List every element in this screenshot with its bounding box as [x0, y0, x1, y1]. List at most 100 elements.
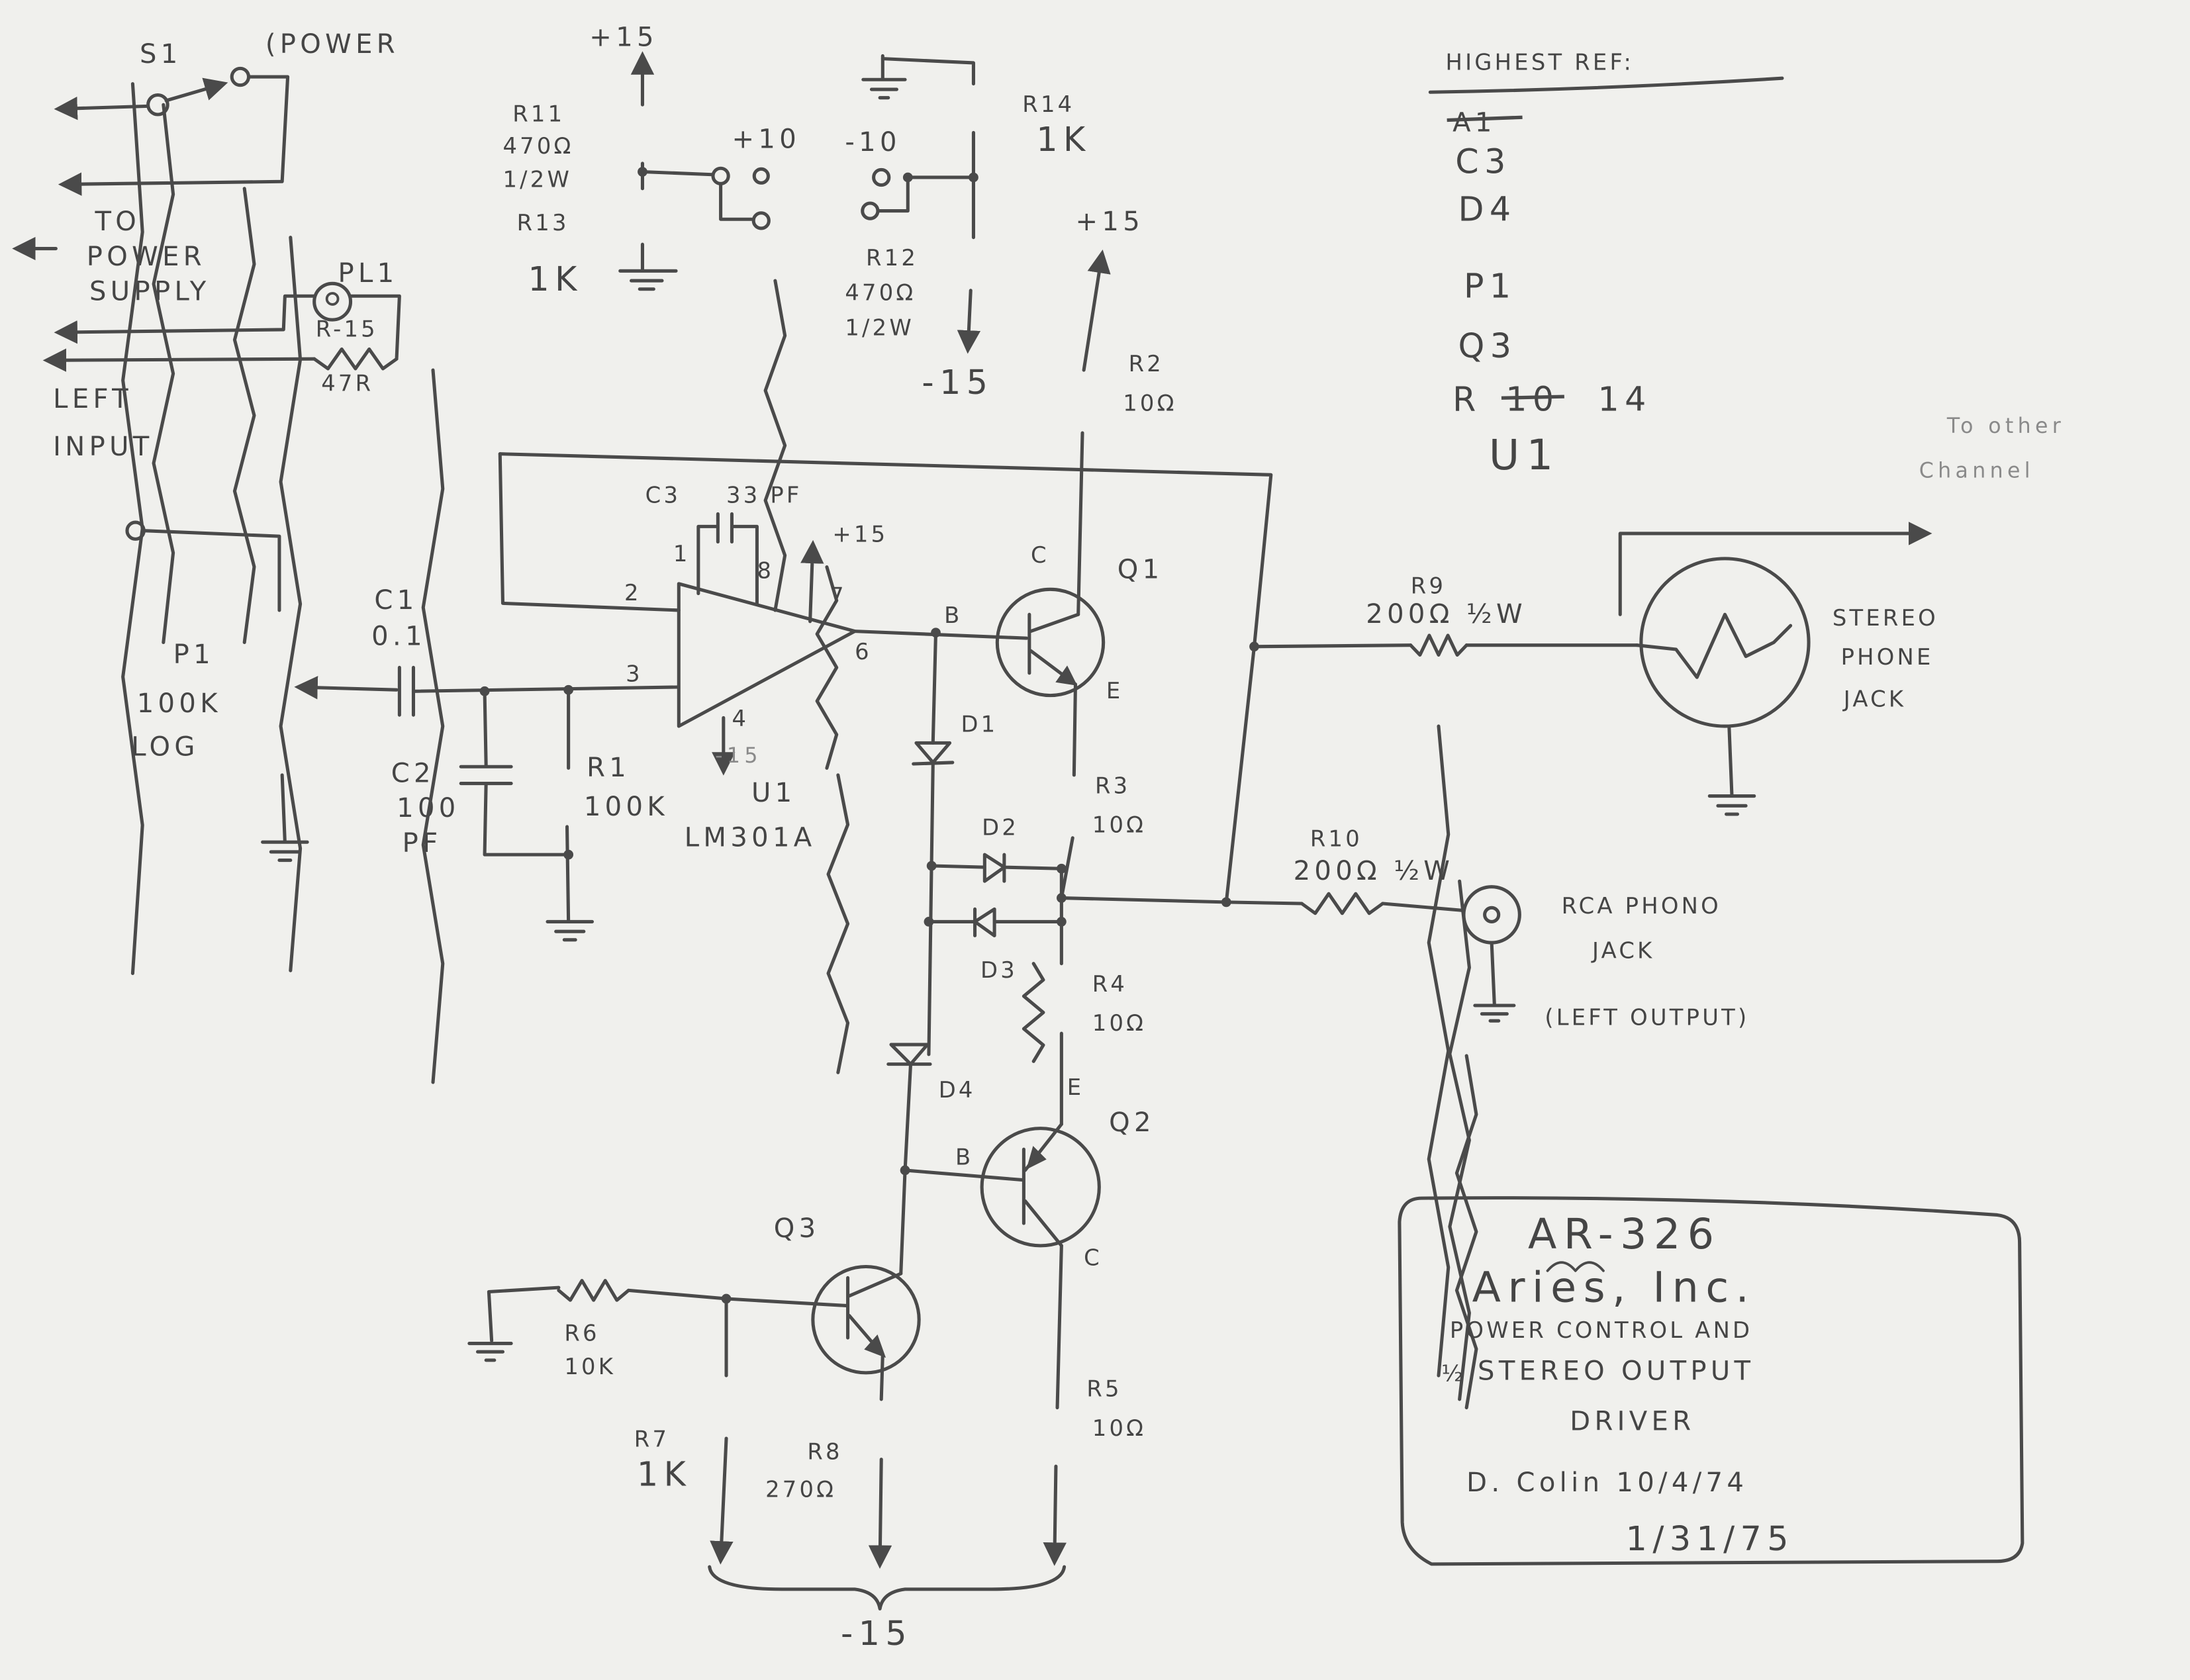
- other-channel-line2: Channel: [1919, 459, 2034, 483]
- minus10-terminal-2: [861, 201, 880, 220]
- wire: [498, 452, 681, 612]
- r2-supply-label: +15: [1075, 207, 1144, 237]
- r15-ref: R-15: [316, 316, 378, 342]
- q2-c-label: C: [1084, 1244, 1102, 1270]
- title-line3: DRIVER: [1570, 1406, 1695, 1436]
- r10-resistor: [1300, 892, 1385, 915]
- r3-ref: R3: [1095, 772, 1130, 798]
- r5-supply-arrow: [1043, 1464, 1067, 1566]
- title-line1: POWER CONTROL AND: [1450, 1317, 1752, 1343]
- d3-label: D3: [980, 957, 1018, 983]
- left-input-line2: INPUT: [53, 432, 153, 462]
- r6-value: 10K: [564, 1354, 616, 1379]
- lamp-icon: [312, 281, 353, 322]
- rca-jack-icon[interactable]: [1462, 885, 1521, 945]
- part-number: AR-326: [1528, 1209, 1721, 1258]
- s1-lever: [164, 77, 228, 103]
- q3-leads: [724, 1272, 903, 1356]
- d4-label: D4: [939, 1077, 976, 1103]
- stereo-jack-line3: JACK: [1842, 686, 1906, 712]
- rca-jack-line1: RCA PHONO: [1562, 893, 1721, 919]
- neg-supply-arrow: [957, 289, 981, 354]
- wire: [853, 630, 1029, 640]
- opamp-u1: C3 33 PF +15 -15 1 2 3 4 6 7 8 U1 LM301A: [498, 452, 1273, 904]
- minus10-label: -10: [845, 127, 900, 158]
- q2-ref: Q2: [1109, 1107, 1155, 1138]
- wire: [719, 182, 753, 221]
- plus10-terminal: [711, 166, 730, 185]
- c1-ref: C1: [374, 585, 418, 616]
- c3-ref: C3: [645, 483, 681, 508]
- supply-brace: [708, 1565, 1067, 1610]
- pl1-wire-b: [349, 294, 401, 359]
- r4-resistor: [1022, 962, 1045, 1063]
- wire: [411, 685, 679, 693]
- ref-item-a: A1: [1452, 107, 1496, 138]
- pl1-wire-c: [42, 348, 316, 372]
- r13-ref: R13: [517, 210, 569, 236]
- wire: [142, 529, 281, 612]
- junction-dot: [900, 1165, 910, 1176]
- other-channel-wire: [1618, 522, 1932, 616]
- r10-value: 200Ω ½W: [1294, 856, 1454, 886]
- r12-rating: 1/2W: [845, 314, 914, 340]
- wire: [1252, 643, 1413, 649]
- wire: [881, 57, 975, 86]
- output-stage: +15 R2 10Ω C Q1 B E R3 10Ω D1 D2 D3 D4: [421, 207, 1478, 1653]
- wire: [1055, 1244, 1063, 1410]
- c3-capacitor: [696, 512, 759, 605]
- r7-resistor: [1427, 724, 1451, 1377]
- pin-2: 2: [624, 580, 642, 606]
- r8-resistor: [1448, 879, 1471, 1401]
- r5-resistor: [1454, 1054, 1478, 1410]
- ground-icon: [618, 242, 678, 291]
- d4-diode: [886, 1043, 932, 1066]
- title-fraction: ½: [1441, 1361, 1466, 1387]
- junction-dot: [563, 849, 574, 860]
- r9-resistor: [1409, 633, 1468, 657]
- rca-jack-line2: JACK: [1591, 937, 1654, 963]
- vpos-arrow: [800, 539, 824, 624]
- r5-value: 10Ω: [1092, 1415, 1146, 1441]
- stereo-phone-jack-icon[interactable]: [1639, 557, 1811, 728]
- q1-ref: Q1: [1118, 554, 1164, 584]
- left-input-line1: LEFT: [53, 384, 132, 414]
- r4-ref: R4: [1092, 971, 1127, 997]
- s1-contact: [230, 66, 251, 87]
- wire: [927, 762, 935, 1056]
- r1-value: 100K: [584, 792, 669, 822]
- ref-item-c: C3: [1455, 142, 1511, 181]
- r7-ref: R7: [634, 1426, 669, 1452]
- wire: [1059, 896, 1228, 904]
- ref-item-r: R: [1452, 379, 1482, 418]
- feedback-wire: [498, 452, 1273, 904]
- r11-ref: R11: [512, 101, 565, 127]
- pl1-wire-a: [54, 294, 316, 344]
- wire: [1076, 431, 1084, 616]
- p1-value: 100K: [137, 688, 222, 719]
- r15-value: 47R: [321, 371, 373, 397]
- rca-jack-center: [1483, 906, 1501, 923]
- r5-ref: R5: [1086, 1376, 1121, 1402]
- r9-ref: R9: [1411, 573, 1446, 599]
- pos-supply-label: +15: [589, 23, 658, 53]
- c1-value: 0.1: [371, 622, 426, 652]
- pin-6: 6: [855, 639, 872, 665]
- wire: [487, 1285, 561, 1342]
- r3-resistor: [826, 773, 850, 1074]
- pilot-lamp-pl1: PL1 R-15 47R LEFT INPUT: [42, 258, 401, 462]
- u1-ref: U1: [751, 778, 796, 808]
- strikethrough: [1447, 115, 1523, 122]
- q2-emitter-arrow-icon: [1026, 1146, 1047, 1170]
- highest-ref-list: HIGHEST REF: A1 C3 D4 P1 Q3 R 10 14 U1: [1428, 50, 1784, 479]
- q1-e-label: E: [1106, 678, 1123, 704]
- ground-icon: [1707, 724, 1756, 816]
- s1-note: (POWER: [265, 29, 399, 60]
- rca-jack-line3: (LEFT OUTPUT): [1545, 1005, 1749, 1031]
- r11-value: 470Ω: [502, 133, 573, 159]
- q1-emitter-arrow-icon: [1055, 665, 1078, 686]
- r8-value: 270Ω: [765, 1477, 836, 1503]
- r2-value: 10Ω: [1123, 390, 1176, 416]
- wire: [640, 169, 714, 177]
- pin-3: 3: [626, 661, 643, 687]
